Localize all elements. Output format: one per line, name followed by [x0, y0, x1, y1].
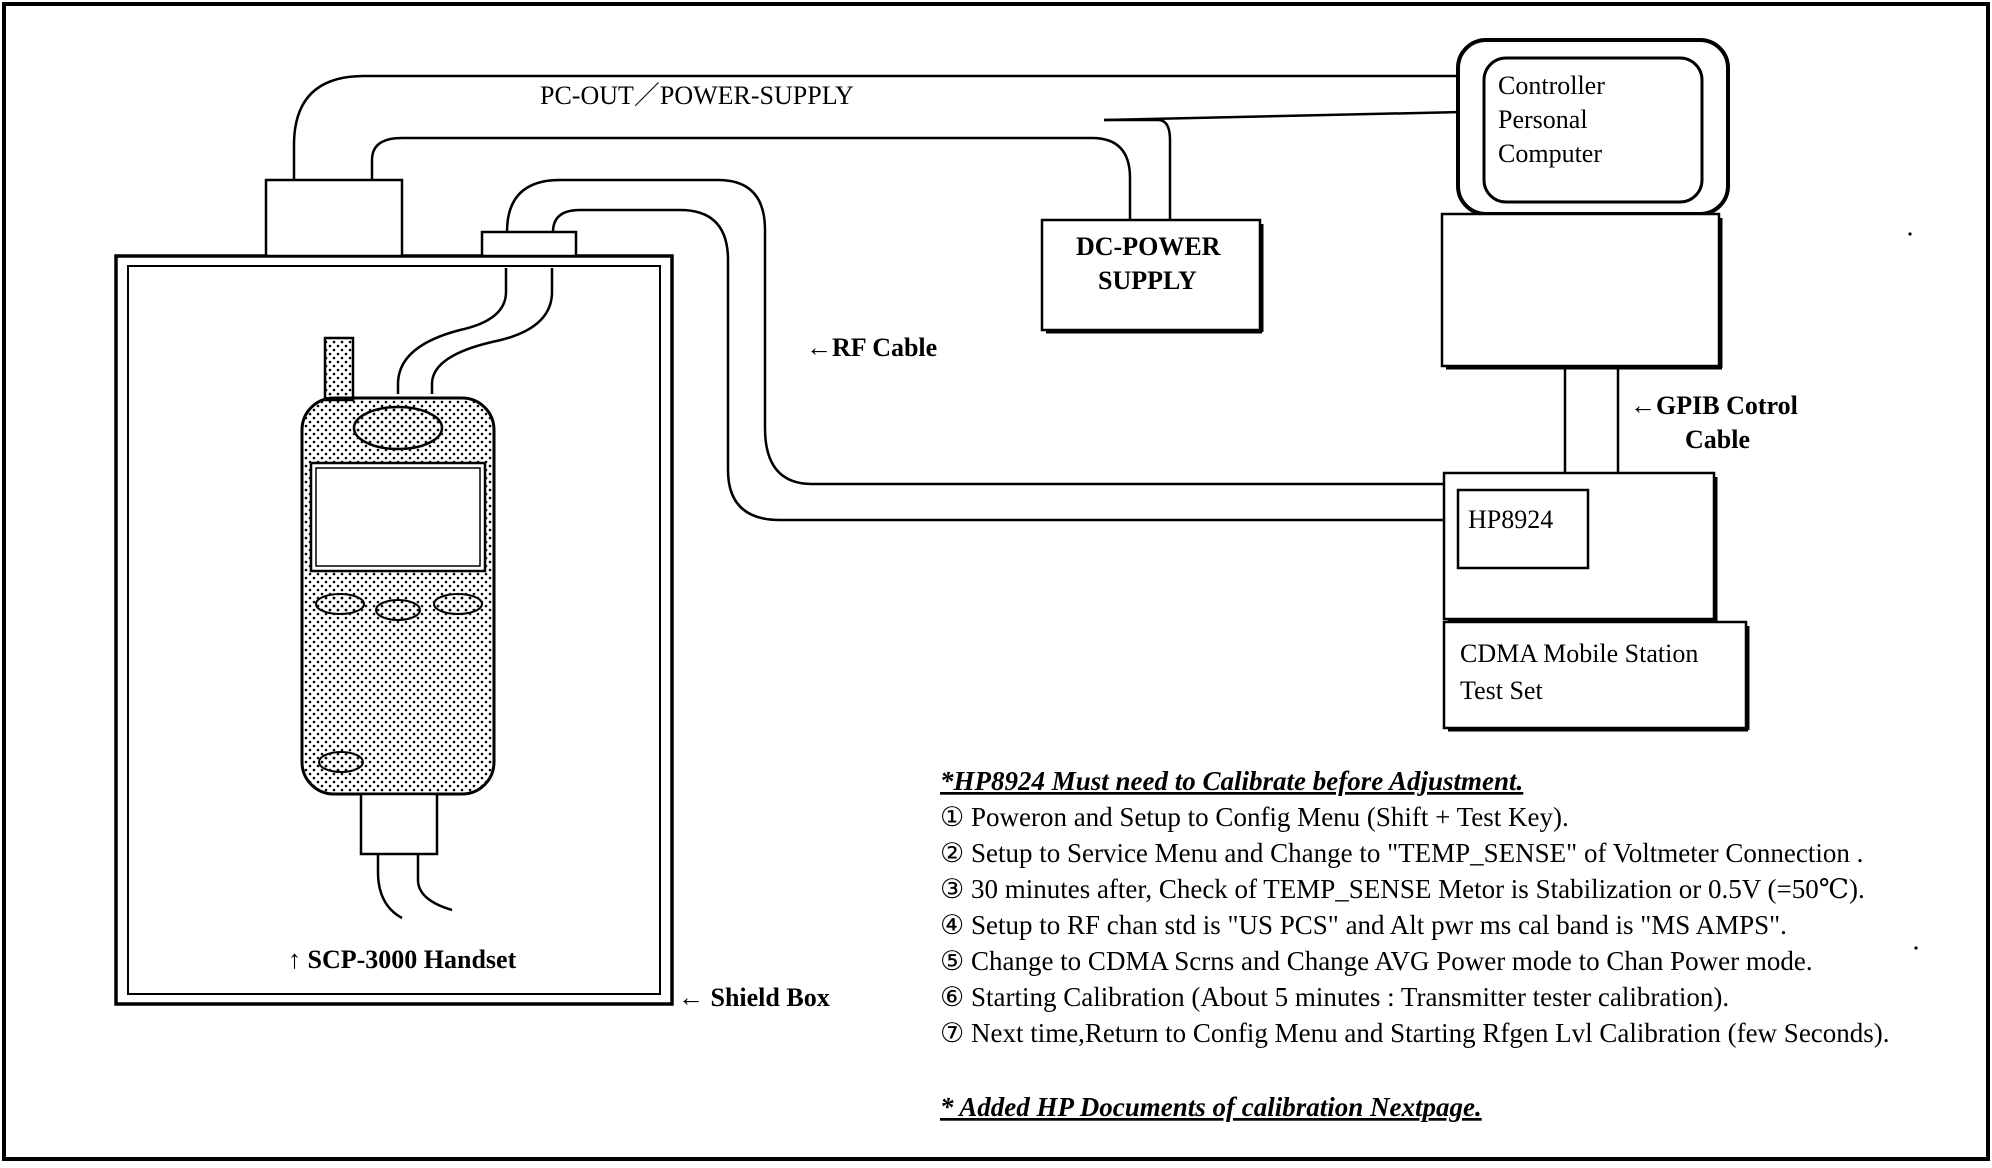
shield-box: [114, 178, 674, 1006]
controller-label-2: Personal: [1498, 105, 1588, 134]
antenna: [323, 336, 355, 402]
dc-power-label-1: DC-POWER: [1076, 232, 1221, 261]
pc-out-connector: [264, 178, 404, 258]
rf-connector: [480, 230, 578, 258]
hp8924-label-box: [1456, 488, 1590, 570]
controller-pc: [1440, 38, 1730, 370]
notes-heading: *HP8924 Must need to Calibrate before Ad…: [940, 766, 1523, 796]
bottom-connector: [359, 792, 439, 856]
key-center: [375, 599, 421, 621]
hp8924-label: HP8924: [1468, 505, 1553, 534]
calibration-notes: *HP8924 Must need to Calibrate before Ad…: [940, 766, 1890, 1122]
scp-3000-handset: [300, 336, 496, 920]
gpib-label-2: Cable: [1685, 425, 1750, 454]
pc-out-power-supply-label: PC-OUT／POWER-SUPPLY: [540, 81, 854, 110]
note-step-4: ④ Setup to RF chan std is "US PCS" and A…: [940, 910, 1787, 940]
notes-footer: * Added HP Documents of calibration Next…: [940, 1092, 1482, 1122]
dc-power-supply: [1040, 218, 1264, 334]
note-step-5: ⑤ Change to CDMA Scrns and Change AVG Po…: [940, 946, 1813, 976]
handset-label: ↑ SCP-3000 Handset: [288, 945, 517, 974]
shield-box-label: ← Shield Box: [678, 983, 830, 1012]
note-step-7: ⑦ Next time,Return to Config Menu and St…: [940, 1018, 1890, 1048]
earpiece: [352, 405, 444, 451]
controller-label-3: Computer: [1498, 139, 1602, 168]
cdma-label-1: CDMA Mobile Station: [1460, 639, 1698, 668]
note-step-3: ③ 30 minutes after, Check of TEMP_SENSE …: [940, 874, 1865, 904]
cdma-label-2: Test Set: [1460, 676, 1543, 705]
rf-cable: [396, 178, 1445, 522]
rf-cable-label: ←RF Cable: [806, 333, 937, 362]
pc-out-power-cable: [292, 74, 1463, 220]
dc-power-label-2: SUPPLY: [1098, 266, 1197, 295]
display-screen: [309, 461, 487, 573]
pc-base: [1440, 212, 1721, 368]
cdma-label-box: [1442, 620, 1748, 730]
gpib-label-1: ←GPIB Cotrol: [1630, 391, 1798, 420]
controller-label-1: Controller: [1498, 71, 1605, 100]
note-step-1: ① Poweron and Setup to Config Menu (Shif…: [940, 802, 1569, 832]
note-step-6: ⑥ Starting Calibration (About 5 minutes …: [940, 982, 1729, 1012]
key-left: [315, 593, 365, 615]
gpib-cable: [1563, 366, 1620, 473]
key-bottom: [318, 751, 364, 773]
hp8924-test-set: [1442, 471, 1750, 732]
key-right: [433, 593, 483, 615]
note-step-2: ② Setup to Service Menu and Change to "T…: [940, 838, 1863, 868]
